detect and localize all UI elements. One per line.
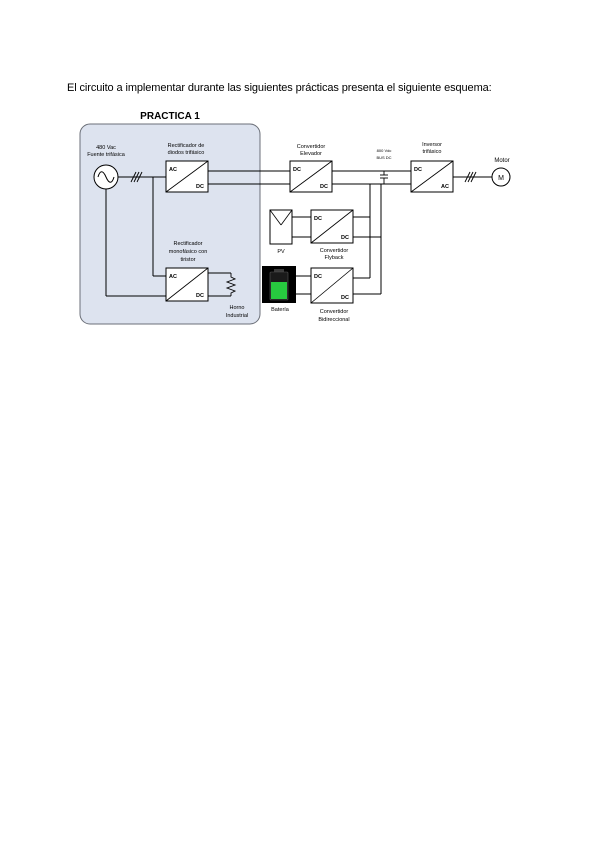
inverter-block: DC AC — [410, 160, 454, 193]
svg-text:DC: DC — [196, 184, 204, 190]
bidirectional-label1: Convertidor — [320, 309, 349, 315]
pv-label: PV — [277, 249, 285, 255]
rectifier-1ph-label1: Rectificador — [173, 241, 202, 247]
rectifier-3ph-label1: Rectificador de — [168, 143, 205, 149]
inverter-label1: Inversor — [422, 142, 442, 148]
boost-label1: Convertidor — [297, 144, 326, 150]
dc-bus-label: BUS DC — [376, 155, 391, 160]
svg-text:DC: DC — [414, 167, 422, 173]
three-phase-marks — [130, 171, 143, 183]
rectifier-3ph-label2: diodos trifásico — [168, 150, 205, 156]
svg-text:DC: DC — [320, 184, 328, 190]
rectifier-1ph-block: AC DC — [165, 267, 209, 302]
flyback-label2: Flyback — [325, 255, 344, 261]
motor-symbol — [491, 167, 511, 187]
rectifier-3ph-block: AC DC — [165, 160, 209, 193]
svg-text:DC: DC — [341, 295, 349, 301]
furnace-label2: Industrial — [226, 313, 248, 319]
boost-label2: Elevador — [300, 151, 322, 157]
inverter-label2: trifásico — [423, 149, 442, 155]
flyback-converter-block: DC DC — [310, 209, 354, 244]
svg-text:DC: DC — [314, 216, 322, 222]
svg-text:DC: DC — [196, 293, 204, 299]
svg-text:AC: AC — [441, 184, 449, 190]
svg-text:DC: DC — [341, 235, 349, 241]
battery-icon — [262, 266, 296, 303]
source-voltage: 480 Vac — [96, 145, 116, 151]
dc-bus-voltage: 800 Vdc — [377, 148, 392, 153]
bidirectional-label2: Bidireccional — [318, 317, 349, 323]
intro-text: El circuito a implementar durante las si… — [67, 82, 492, 94]
flyback-label1: Convertidor — [320, 248, 349, 254]
pv-panel-icon — [269, 209, 293, 245]
source-label: Fuente trifásica — [87, 152, 126, 158]
boost-converter-block: DC DC — [289, 160, 333, 193]
rectifier-1ph-label3: tiristor — [181, 257, 196, 263]
rectifier-1ph-label2: monofásico con — [169, 249, 208, 255]
practice-1-region — [79, 123, 261, 325]
capacitor-icon — [380, 171, 388, 184]
svg-text:DC: DC — [293, 167, 301, 173]
motor-letter: M — [498, 175, 504, 182]
battery-label: Batería — [271, 307, 290, 313]
svg-text:AC: AC — [169, 274, 177, 280]
sine-wave-icon — [97, 171, 115, 183]
three-phase-marks-motor — [464, 171, 477, 183]
resistor-icon — [225, 273, 237, 296]
svg-text:AC: AC — [169, 167, 177, 173]
practice-title: PRACTICA 1 — [140, 111, 200, 122]
svg-text:DC: DC — [314, 274, 322, 280]
bidirectional-converter-block: DC DC — [310, 267, 354, 304]
furnace-label1: Horno — [230, 305, 245, 311]
motor-label: Motor — [494, 158, 509, 164]
